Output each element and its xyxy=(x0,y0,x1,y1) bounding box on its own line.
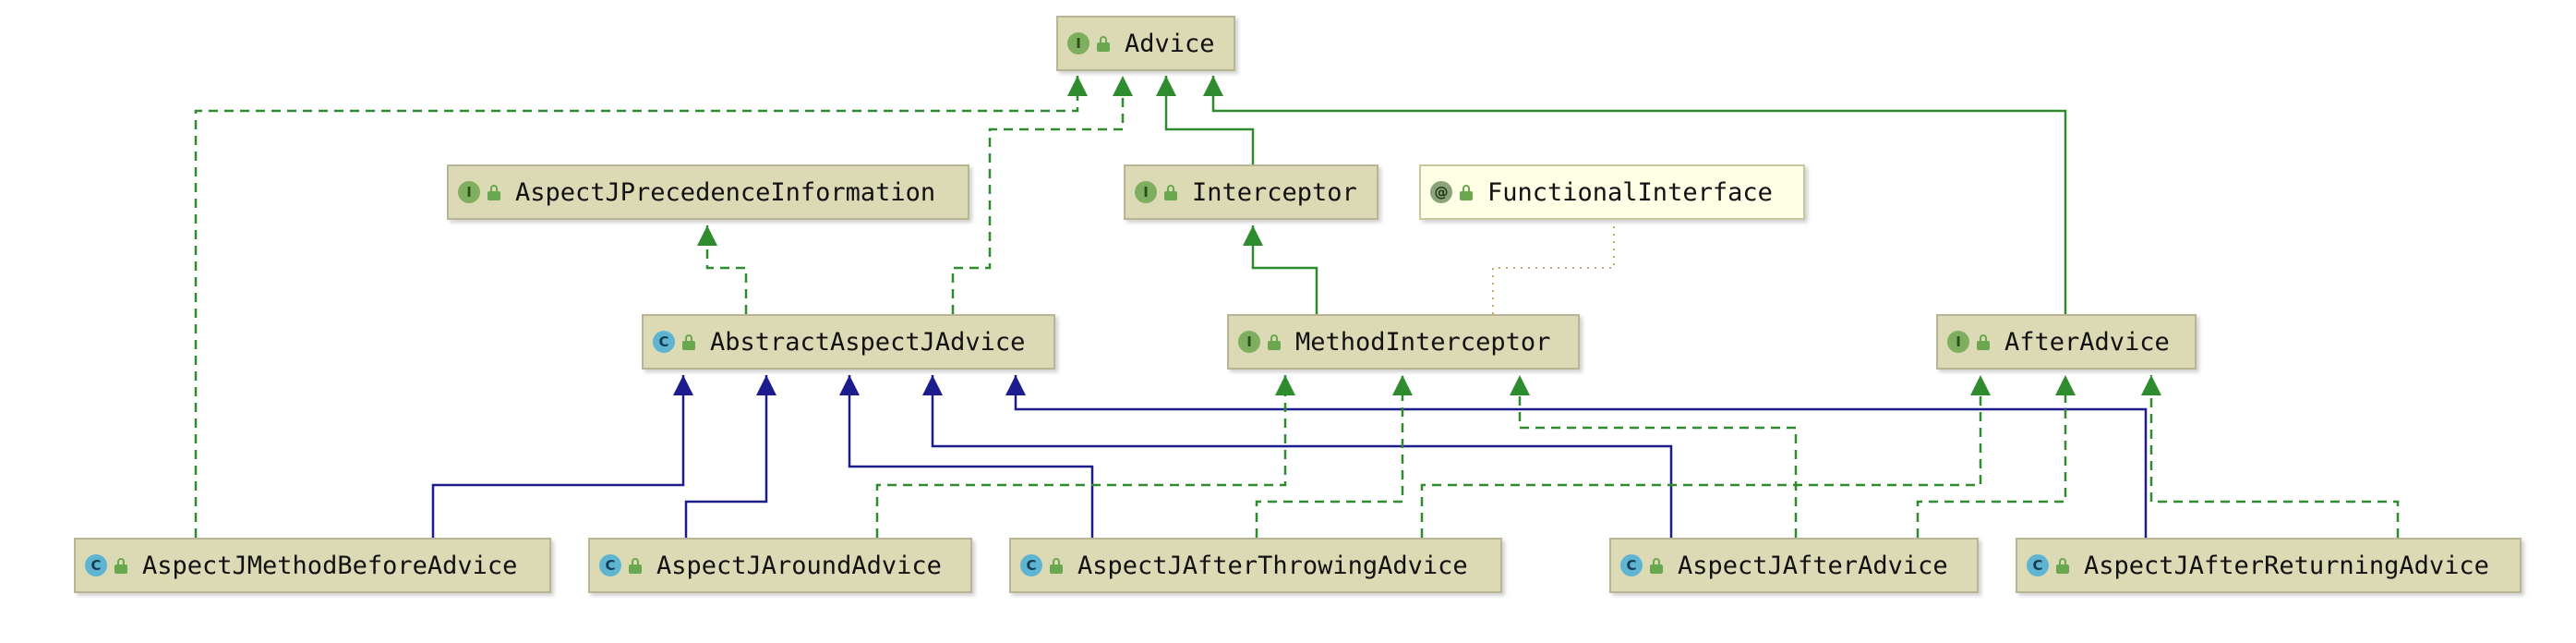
extends-advice-from-interceptor-line xyxy=(1164,76,1255,164)
extends-abstract-from-after-throwing-line xyxy=(848,375,1094,538)
node-label: AspectJAroundAdvice xyxy=(656,551,942,580)
node-advice[interactable]: I Advice xyxy=(1056,16,1235,71)
annotation-icon: @ xyxy=(1430,181,1452,203)
node-label: Advice xyxy=(1125,29,1215,58)
class-icon: C xyxy=(85,554,107,576)
lock-icon xyxy=(1977,334,1990,350)
class-icon: C xyxy=(1620,554,1643,576)
lock-icon xyxy=(488,184,500,200)
extends-interceptor-from-method-interceptor-line xyxy=(1251,225,1318,314)
extends-abstract-from-after-throwing-arrowhead xyxy=(839,375,860,395)
node-label: AspectJAfterAdvice xyxy=(1678,551,1948,580)
implements-method-interceptor-from-after-arrowhead xyxy=(1510,375,1530,395)
node-label: MethodInterceptor xyxy=(1295,327,1551,357)
node-label: AspectJMethodBeforeAdvice xyxy=(142,551,518,580)
extends-interceptor-from-method-interceptor-arrowhead xyxy=(1243,225,1263,246)
node-label: AspectJPrecedenceInformation xyxy=(515,177,936,207)
node-aspectj-after-returning-advice[interactable]: C AspectJAfterReturningAdvice xyxy=(2016,538,2522,593)
node-aspectj-precedence-information[interactable]: I AspectJPrecedenceInformation xyxy=(447,164,969,220)
interface-icon: I xyxy=(1067,32,1089,55)
extends-abstract-from-around-line xyxy=(684,375,768,538)
implements-after-advice-from-after-throwing-arrowhead xyxy=(1970,375,1991,395)
extends-abstract-from-after-returning-arrowhead xyxy=(1005,375,1026,395)
node-interceptor[interactable]: I Interceptor xyxy=(1124,164,1378,220)
extends-abstract-from-method-before-arrowhead xyxy=(673,375,693,395)
implements-method-interceptor-from-after-throwing-arrowhead xyxy=(1392,375,1413,395)
node-label: AfterAdvice xyxy=(2004,327,2170,357)
implements-method-interceptor-from-after-line xyxy=(1518,375,1798,538)
node-functional-interface[interactable]: @ FunctionalInterface xyxy=(1419,164,1805,220)
node-label: AbstractAspectJAdvice xyxy=(710,327,1026,357)
lock-icon xyxy=(1460,184,1473,200)
node-label: Interceptor xyxy=(1192,177,1357,207)
node-abstract-aspectj-advice[interactable]: C AbstractAspectJAdvice xyxy=(642,314,1055,370)
node-aspectj-after-throwing-advice[interactable]: C AspectJAfterThrowingAdvice xyxy=(1009,538,1502,593)
annotated-functional-interface-line xyxy=(1492,225,1615,314)
node-label: AspectJAfterReturningAdvice xyxy=(2084,551,2489,580)
extends-advice-from-interceptor-arrowhead xyxy=(1156,76,1176,96)
lock-icon xyxy=(1097,35,1110,52)
lock-icon xyxy=(629,557,642,574)
implements-precedence-from-abstract-line xyxy=(705,225,748,314)
class-icon: C xyxy=(599,554,621,576)
node-aspectj-around-advice[interactable]: C AspectJAroundAdvice xyxy=(588,538,972,593)
implements-advice-from-abstract-arrowhead xyxy=(1113,76,1133,96)
interface-icon: I xyxy=(1238,331,1260,353)
lock-icon xyxy=(2056,557,2069,574)
node-after-advice[interactable]: I AfterAdvice xyxy=(1936,314,2197,370)
implements-after-advice-from-after-throwing-line xyxy=(1420,375,1982,538)
extends-abstract-from-method-before-line xyxy=(431,375,685,538)
implements-advice-from-method-before-line xyxy=(194,76,1079,538)
node-aspectj-after-advice[interactable]: C AspectJAfterAdvice xyxy=(1609,538,1979,593)
interface-icon: I xyxy=(1947,331,1969,353)
implements-method-interceptor-from-after-throwing-line xyxy=(1255,375,1404,538)
lock-icon xyxy=(1050,557,1063,574)
extends-advice-from-after-advice-arrowhead xyxy=(1203,76,1223,96)
implements-after-advice-from-after-returning-line xyxy=(2149,375,2400,538)
extends-abstract-from-after-returning-line xyxy=(1014,375,2148,538)
implements-after-advice-from-after-returning-arrowhead xyxy=(2141,375,2161,395)
lock-icon xyxy=(1164,184,1177,200)
implements-precedence-from-abstract-arrowhead xyxy=(697,225,717,246)
class-icon: C xyxy=(653,331,675,353)
class-icon: C xyxy=(2027,554,2049,576)
implements-advice-from-method-before-arrowhead xyxy=(1067,76,1088,96)
extends-abstract-from-after-arrowhead xyxy=(922,375,943,395)
implements-after-advice-from-after-arrowhead xyxy=(2055,375,2076,395)
interface-icon: I xyxy=(458,181,480,203)
implements-after-advice-from-after-line xyxy=(1916,375,2067,538)
node-label: FunctionalInterface xyxy=(1487,177,1773,207)
lock-icon xyxy=(1650,557,1663,574)
extends-abstract-from-around-arrowhead xyxy=(756,375,776,395)
interface-icon: I xyxy=(1135,181,1157,203)
node-aspectj-method-before-advice[interactable]: C AspectJMethodBeforeAdvice xyxy=(74,538,551,593)
extends-abstract-from-after-line xyxy=(931,375,1673,538)
lock-icon xyxy=(114,557,127,574)
lock-icon xyxy=(682,334,695,350)
implements-method-interceptor-from-around-line xyxy=(875,375,1287,538)
implements-method-interceptor-from-around-arrowhead xyxy=(1275,375,1295,395)
node-method-interceptor[interactable]: I MethodInterceptor xyxy=(1227,314,1580,370)
implements-advice-from-abstract-line xyxy=(951,76,1125,314)
node-label: AspectJAfterThrowingAdvice xyxy=(1077,551,1468,580)
class-icon: C xyxy=(1020,554,1042,576)
lock-icon xyxy=(1268,334,1281,350)
